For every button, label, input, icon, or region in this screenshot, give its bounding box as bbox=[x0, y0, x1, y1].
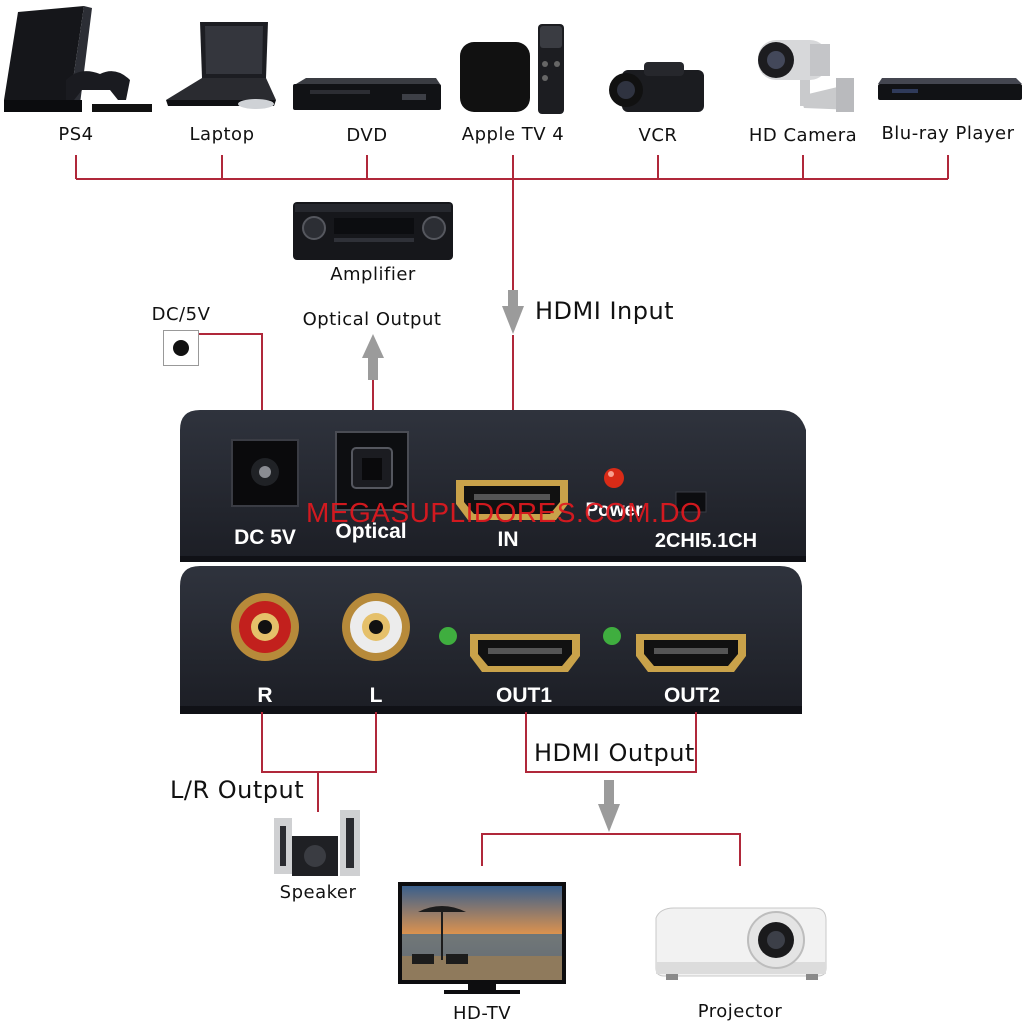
panel-label-r: R bbox=[257, 684, 273, 707]
hdtv-label: HD-TV bbox=[452, 1003, 512, 1024]
source-label-laptop: Laptop bbox=[189, 124, 255, 145]
speaker-label: Speaker bbox=[279, 882, 357, 903]
dvd-player-icon bbox=[293, 78, 441, 110]
lr-output-label: L/R Output bbox=[170, 776, 305, 804]
bluray-player-icon bbox=[878, 78, 1022, 100]
source-label-appletv: Apple TV 4 bbox=[461, 124, 565, 145]
laptop-icon bbox=[166, 22, 276, 109]
dc-adapter-icon bbox=[163, 330, 199, 366]
hdmi-input-label: HDMI Input bbox=[535, 297, 675, 325]
source-label-hdcamera: HD Camera bbox=[748, 125, 858, 146]
source-label-bluray: Blu-ray Player bbox=[881, 123, 1015, 144]
cctv-camera-icon bbox=[758, 40, 854, 112]
ps4-icon bbox=[4, 6, 152, 112]
panel-label-power: Power bbox=[585, 500, 643, 521]
hdmi-output-arrow bbox=[598, 780, 620, 832]
optical-output-arrow bbox=[362, 334, 384, 380]
amplifier-icon bbox=[293, 202, 453, 260]
amplifier-label: Amplifier bbox=[330, 264, 416, 285]
panel-label-optical: Optical bbox=[335, 520, 407, 543]
watermark: MEGASUPLIDORES.COM.DO bbox=[306, 497, 703, 528]
source-label-dvd: DVD bbox=[346, 125, 388, 146]
panel-label-switch: 2CHI5.1CH bbox=[654, 530, 758, 552]
projector-icon bbox=[655, 907, 827, 980]
panel-label-out1: OUT1 bbox=[495, 684, 553, 707]
output-lines bbox=[261, 712, 741, 866]
speaker-icon bbox=[274, 810, 360, 876]
source-label-vcr: VCR bbox=[638, 125, 678, 146]
apple-tv-icon bbox=[460, 24, 564, 114]
bottom-panel bbox=[180, 566, 802, 714]
hdtv-icon bbox=[398, 882, 566, 994]
optical-output-label: Optical Output bbox=[302, 309, 442, 330]
hdmi-output-label: HDMI Output bbox=[534, 739, 695, 767]
panel-label-l: L bbox=[369, 684, 383, 707]
camcorder-icon bbox=[609, 62, 704, 112]
panel-label-out2: OUT2 bbox=[663, 684, 721, 707]
panel-label-dc: DC 5V bbox=[234, 526, 296, 549]
hdmi-input-arrow bbox=[502, 290, 524, 334]
panel-label-in: IN bbox=[497, 528, 519, 551]
top-panel bbox=[180, 410, 806, 562]
dc-input-label: DC/5V bbox=[151, 304, 211, 325]
projector-label: Projector bbox=[697, 1001, 783, 1022]
source-label-ps4: PS4 bbox=[58, 124, 94, 145]
